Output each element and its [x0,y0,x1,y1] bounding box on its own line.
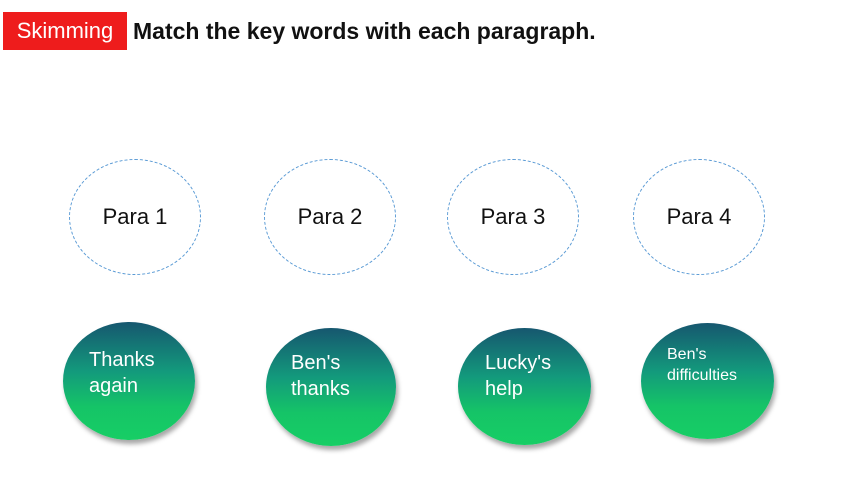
para-2-circle[interactable]: Para 2 [264,159,396,275]
keyword-label: Thanks again [89,349,155,397]
keyword-bens-thanks[interactable]: Ben's thanks [266,328,396,446]
para-1-circle[interactable]: Para 1 [69,159,201,275]
para-4-circle[interactable]: Para 4 [633,159,765,275]
keyword-label: Ben's thanks [291,352,350,400]
keyword-luckys-help[interactable]: Lucky's help [458,328,591,445]
para-3-circle[interactable]: Para 3 [447,159,579,275]
keyword-bens-difficulties[interactable]: Ben's difficulties [641,323,774,439]
skimming-label: Skimming [3,12,127,50]
keyword-thanks-again[interactable]: Thanks again [63,322,195,440]
instruction-text: Match the key words with each paragraph. [133,18,596,44]
keyword-label: Ben's difficulties [667,346,737,384]
keyword-label: Lucky's help [485,352,552,400]
